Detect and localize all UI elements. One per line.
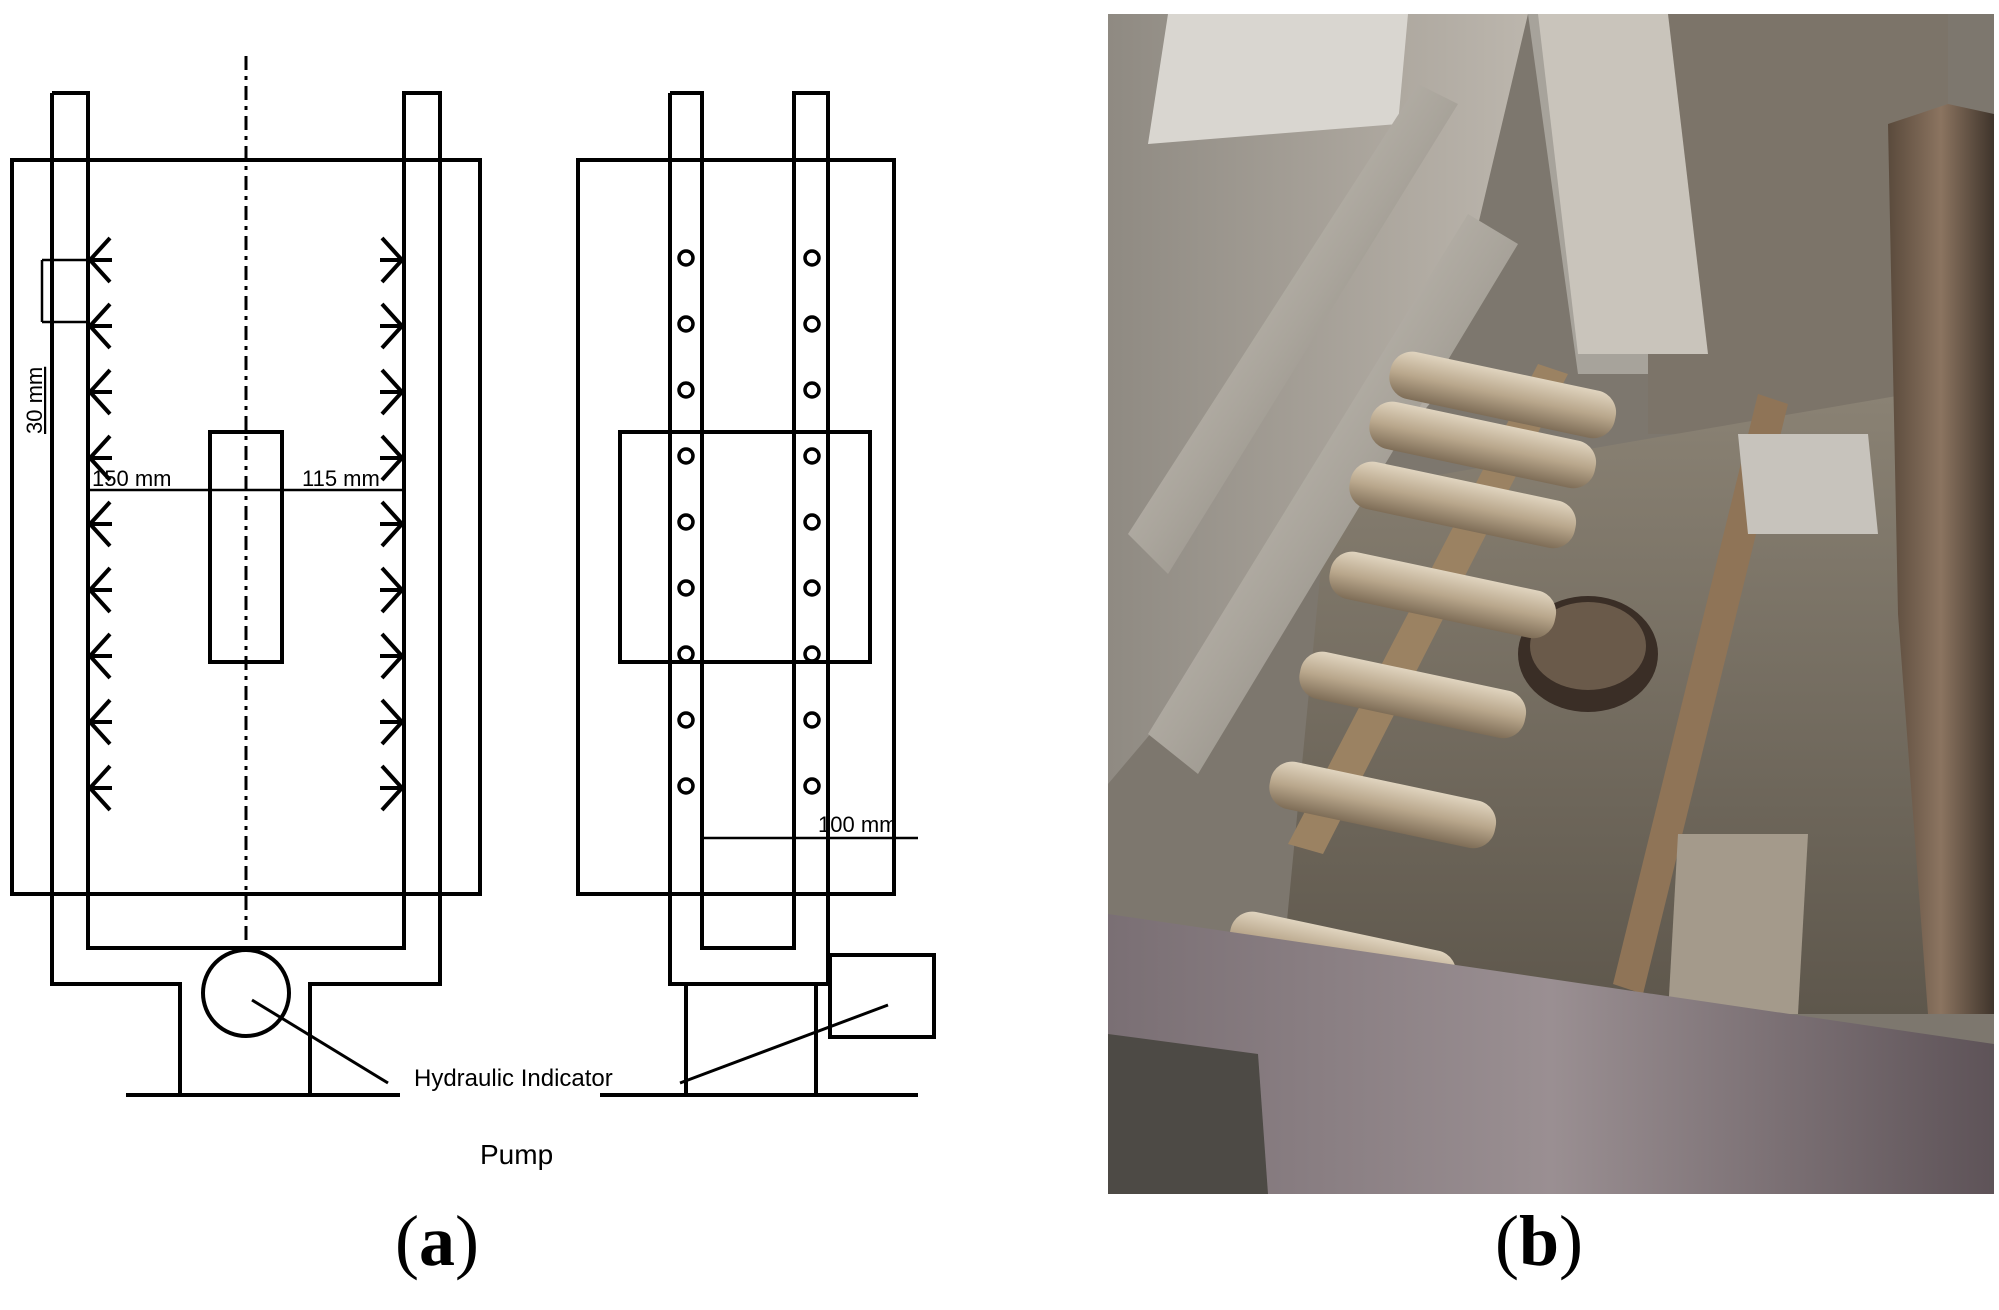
schematic-diagram: 30 mm 150 mm 115 mm 100 mm Hydraulic Ind… bbox=[10, 56, 936, 1170]
spray-hole-icon bbox=[803, 249, 821, 267]
spray-hole-icon bbox=[677, 447, 695, 465]
dim-115-label: 115 mm bbox=[302, 466, 380, 491]
spray-hole-icon bbox=[677, 645, 695, 663]
rack-rail-right bbox=[1613, 394, 1788, 994]
left-u-pipe bbox=[50, 91, 442, 1097]
dim-100-label: 100 mm bbox=[818, 812, 897, 837]
spray-hole-icon bbox=[803, 645, 821, 663]
rack-rod bbox=[1299, 651, 1527, 739]
leader-right bbox=[679, 1003, 889, 1085]
specimen-left bbox=[208, 430, 284, 664]
spray-hole-icon bbox=[803, 381, 821, 399]
spray-hole-icon bbox=[677, 315, 695, 333]
spray-hole-icon bbox=[803, 711, 821, 729]
spray-hole-icon bbox=[803, 579, 821, 597]
specimen-right bbox=[618, 430, 872, 664]
rack-rod bbox=[1369, 401, 1597, 489]
pump-circle bbox=[201, 948, 291, 1038]
front-bar bbox=[1108, 914, 1994, 1194]
pipe-upper bbox=[1128, 84, 1458, 574]
caption-b: (b) bbox=[1495, 1201, 1584, 1281]
dim-30-label: 30 mm bbox=[22, 367, 47, 434]
test-chamber-photo bbox=[1108, 14, 1994, 1194]
pump-label: Pump bbox=[480, 1139, 553, 1170]
spray-hole-icon bbox=[677, 777, 695, 795]
dim-150-label: 150 mm bbox=[92, 466, 171, 491]
spray-hole-icon bbox=[677, 513, 695, 531]
leader-left bbox=[251, 998, 389, 1085]
spray-hole-icon bbox=[803, 315, 821, 333]
spray-hole-icon bbox=[677, 381, 695, 399]
pipe-right bbox=[1888, 104, 1994, 1014]
spray-hole-icon bbox=[803, 513, 821, 531]
hydraulic-indicator-label: Hydraulic Indicator bbox=[414, 1065, 613, 1092]
indicator-box bbox=[828, 953, 936, 1039]
rack-rod bbox=[1349, 461, 1577, 549]
rack-rod bbox=[1389, 351, 1617, 439]
spray-hole-icon bbox=[677, 711, 695, 729]
spray-hole-icon bbox=[677, 579, 695, 597]
spray-hole-icon bbox=[803, 777, 821, 795]
rack-rod bbox=[1269, 761, 1497, 849]
spray-hole-icon bbox=[803, 447, 821, 465]
right-tank-outline bbox=[576, 158, 896, 896]
right-u-pipe bbox=[668, 91, 830, 986]
rack-rod bbox=[1329, 551, 1557, 639]
spray-hole-icon bbox=[677, 249, 695, 267]
caption-a: (a) bbox=[395, 1201, 479, 1281]
